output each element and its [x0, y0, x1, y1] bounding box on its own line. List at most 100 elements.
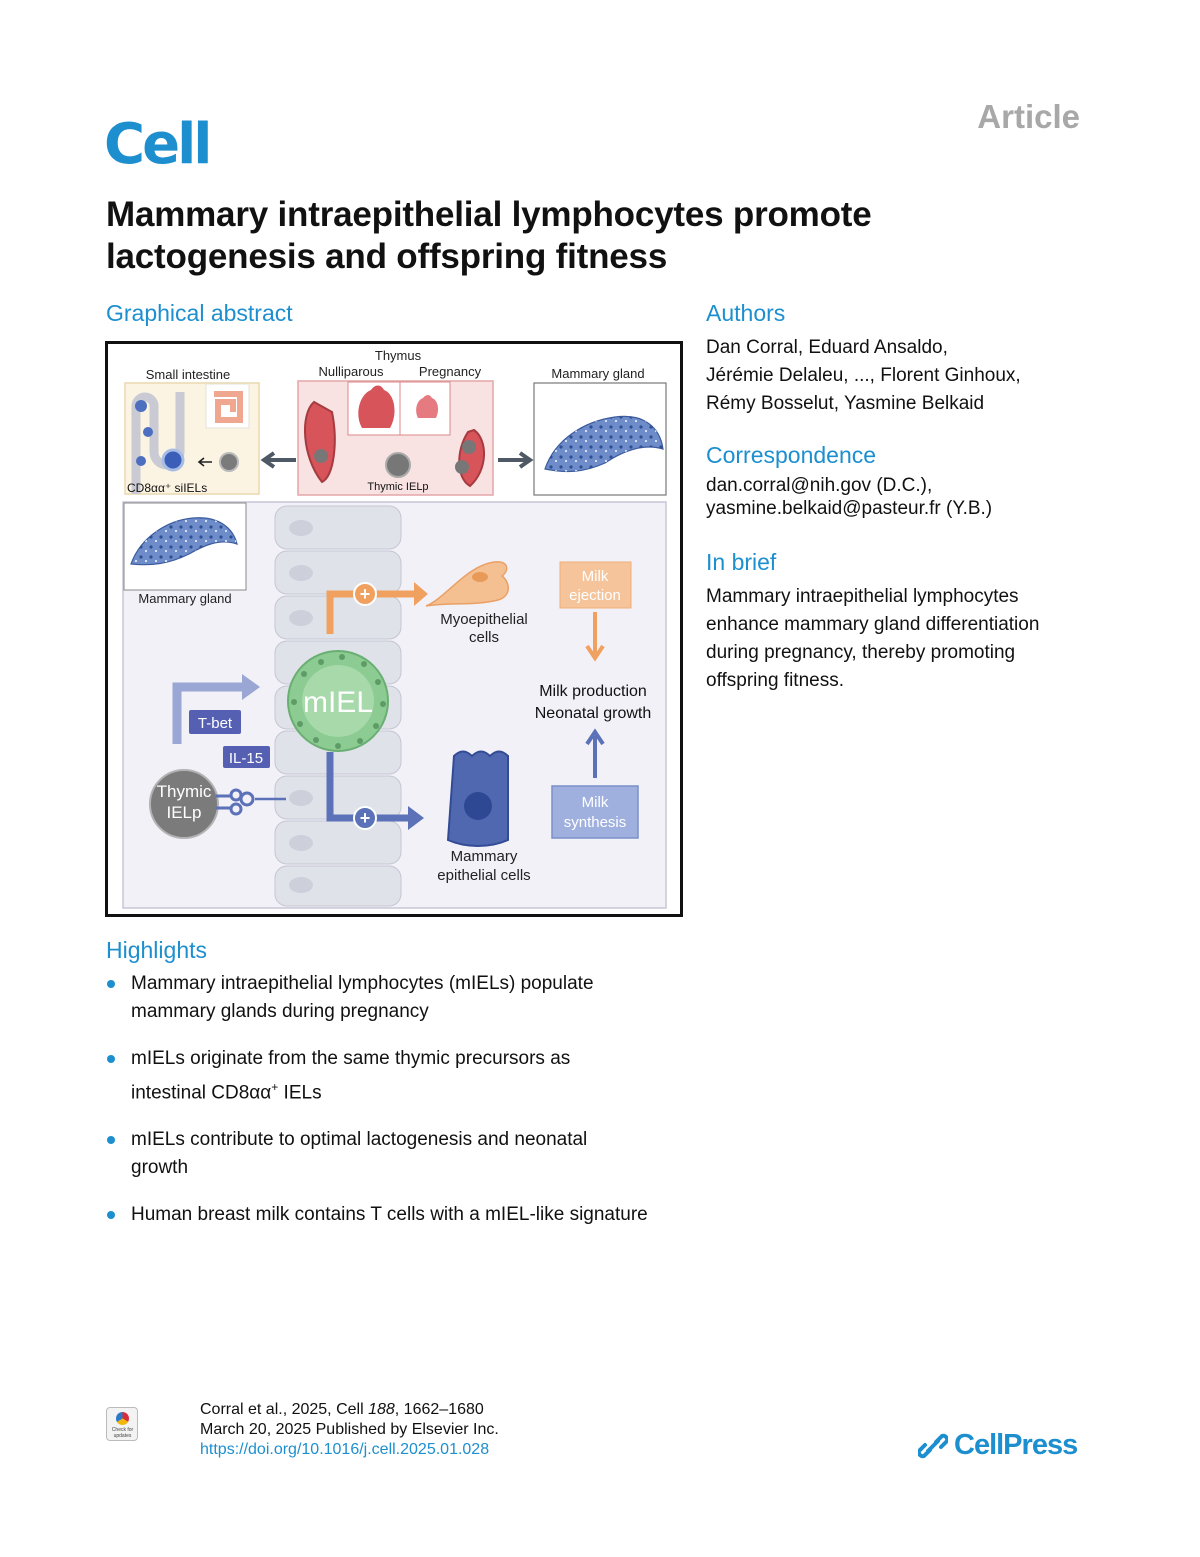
highlight-item: Mammary intraepithelial lymphocytes (mIE…: [106, 970, 706, 1026]
highlights-heading: Highlights: [106, 937, 207, 963]
ielp-cell: [462, 440, 476, 454]
plus-icon-blue: [353, 806, 377, 830]
milk-synthesis-box: [551, 785, 639, 839]
cellpress-link-icon: [918, 1433, 948, 1458]
journal-logo: Cell: [104, 112, 212, 177]
plus-orange-text: +: [360, 584, 371, 604]
correspondence-email-2[interactable]: yasmine.belkaid@pasteur.fr (Y.B.): [706, 498, 993, 519]
check-updates-icon: [116, 1412, 129, 1425]
in-brief-text: Mammary intraepithelial lymphocytes enha…: [706, 583, 1086, 695]
bullet-icon: [107, 980, 115, 988]
thymus-lobe-left: [304, 400, 336, 484]
highlight-2-sup: +: [271, 1080, 279, 1094]
thymic-ielp-label: Thymic IELp: [367, 481, 428, 493]
citation-pages: , 1662–1680: [394, 1401, 484, 1418]
highlights-list: Mammary intraepithelial lymphocytes (mIE…: [106, 970, 706, 1248]
highlight-1-line-1: Mammary intraepithelial lymphocytes (mIE…: [131, 973, 594, 994]
tbet-arrow: [172, 682, 248, 744]
neonatal-growth-label: Neonatal growth: [535, 705, 652, 722]
authors-line-1: Dan Corral, Eduard Ansaldo,: [706, 337, 948, 358]
thymic-ielp-cell-icon: [149, 769, 219, 839]
il15-receptor-icon: [229, 802, 243, 816]
il15-badge: [223, 746, 270, 768]
check-for-updates-badge[interactable]: Check for updates: [106, 1407, 138, 1441]
milk-ejection-label-2: ejection: [569, 587, 621, 604]
highlight-2-cd8: intestinal CD8αα: [131, 1082, 272, 1104]
il15-label: IL-15: [229, 750, 263, 767]
mammary-epithelial-label-2: epithelial cells: [437, 867, 530, 884]
pregnancy-label: Pregnancy: [419, 364, 482, 379]
mammary-epithelial-label-1: Mammary: [451, 848, 518, 865]
tbet-arrowhead-icon: [242, 674, 260, 700]
milk-production-label: Milk production: [539, 683, 647, 700]
siel-cell: [135, 400, 147, 412]
graphical-abstract-heading: Graphical abstract: [106, 300, 293, 326]
mammary-gland-label: Mammary gland: [551, 366, 644, 381]
ielp-cell: [219, 452, 239, 472]
myoepithelial-cell-icon: [425, 561, 509, 607]
milk-ejection-label-1: Milk: [582, 568, 609, 585]
thymic-ielp-label-1: Thymic: [157, 782, 212, 801]
arrow-left-icon: [260, 451, 296, 469]
mammary-inset-texture: [131, 517, 237, 565]
thymic-ielp-label-2: IELp: [167, 803, 202, 822]
thymus-large-icon: [358, 385, 395, 428]
citation-authors: Corral et al., 2025, Cell: [200, 1401, 369, 1418]
plus-blue-text: +: [360, 808, 371, 828]
highlight-1-line-2: mammary glands during pregnancy: [131, 1001, 429, 1022]
highlight-2-line-2: intestinal CD8αα+ IELs: [131, 1073, 706, 1107]
orange-arrow: [326, 590, 418, 634]
plus-icon-orange: [353, 582, 377, 606]
miel-core: [302, 665, 374, 737]
siel-cell: [136, 456, 146, 466]
epithelial-column: [274, 505, 402, 907]
il15-ligand-icon: [239, 791, 255, 807]
miel-granules: [291, 654, 386, 749]
in-brief-line-2: enhance mammary gland differentiation: [706, 614, 1040, 635]
milk-synthesis-label-1: Milk: [582, 794, 609, 811]
paper-title: Mammary intraepithelial lymphocytes prom…: [106, 194, 1066, 278]
graphical-abstract-svg: Small intestine CD8αα⁺ siIELs Thymus Nul…: [122, 348, 667, 909]
miel-label: mIEL: [303, 686, 373, 719]
article-type-label: Article: [977, 98, 1080, 135]
nulliparous-label: Nulliparous: [318, 364, 384, 379]
myoepithelial-label-1: Myoepithelial: [440, 611, 528, 628]
thymus-small-icon: [416, 395, 439, 418]
mammary-epithelial-nucleus: [464, 792, 492, 820]
in-brief-heading: In brief: [706, 549, 777, 575]
arrow-right-icon: [498, 451, 534, 469]
published-line: March 20, 2025 Published by Elsevier Inc…: [200, 1421, 499, 1438]
siel-cell: [161, 448, 185, 472]
milk-ejection-box: [559, 561, 632, 609]
thymus-label: Thymus: [375, 348, 422, 363]
mammary-gland-texture: [545, 416, 663, 472]
highlight-4-line-1: Human breast milk contains T cells with …: [131, 1204, 648, 1226]
citation-block: Corral et al., 2025, Cell 188, 1662–1680…: [200, 1400, 499, 1460]
in-brief-line-4: offspring fitness.: [706, 670, 845, 691]
tbet-badge: [189, 710, 241, 734]
correspondence-email-1[interactable]: dan.corral@nih.gov (D.C.),: [706, 475, 933, 496]
siel-cell: [143, 427, 153, 437]
in-brief-line-1: Mammary intraepithelial lymphocytes: [706, 586, 1019, 607]
blue-arrowhead-icon: [408, 806, 424, 830]
authors-line-3: Rémy Bosselut, Yasmine Belkaid: [706, 393, 985, 414]
highlight-3-line-1: mIELs contribute to optimal lactogenesis…: [131, 1129, 588, 1151]
ielp-cell: [314, 449, 328, 463]
bullet-icon: [107, 1211, 115, 1220]
highlight-item: mIELs originate from the same thymic pre…: [106, 1045, 706, 1107]
bullet-icon: [107, 1055, 115, 1063]
correspondence-block: dan.corral@nih.gov (D.C.), yasmine.belka…: [706, 474, 1106, 520]
highlight-item: mIELs contribute to optimal lactogenesis…: [106, 1126, 706, 1182]
mammary-gland-inset-label: Mammary gland: [138, 591, 231, 606]
correspondence-heading: Correspondence: [706, 442, 877, 468]
arrow-icon: [197, 457, 212, 467]
orange-arrowhead-icon: [414, 582, 428, 606]
authors-heading: Authors: [706, 300, 786, 326]
authors-list: Dan Corral, Eduard Ansaldo, Jérémie Dela…: [706, 334, 1106, 418]
ielp-cell: [455, 460, 469, 474]
receptor-icon: [216, 794, 230, 810]
highlight-3-line-2: growth: [131, 1157, 189, 1179]
tbet-label: T-bet: [198, 715, 233, 732]
doi-link[interactable]: https://doi.org/10.1016/j.cell.2025.01.0…: [200, 1441, 490, 1458]
arrow-up-icon: [585, 728, 605, 778]
